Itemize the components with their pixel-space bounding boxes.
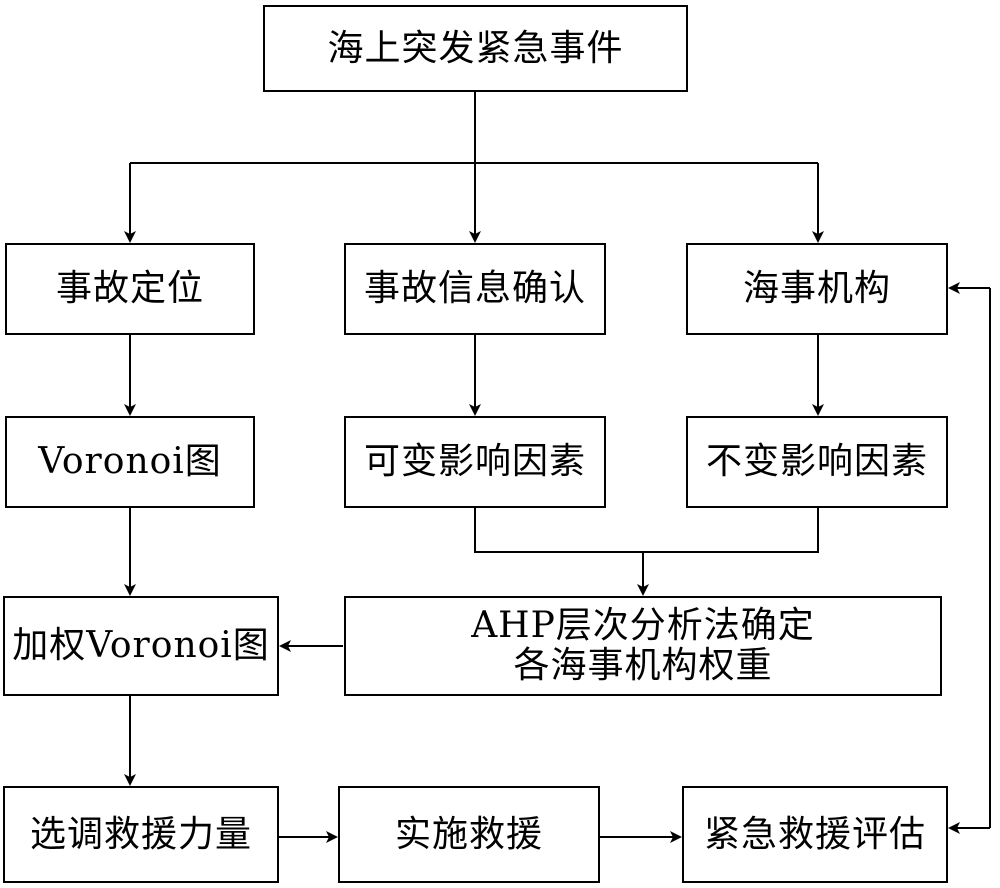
node-accident-location: 事故定位 — [5, 243, 255, 335]
node-accident-location-label: 事故定位 — [55, 268, 204, 310]
node-maritime-agency-label: 海事机构 — [742, 268, 891, 310]
node-implement-rescue-label: 实施救援 — [394, 813, 543, 855]
node-ahp-weights-line2: 各海事机构权重 — [513, 645, 773, 686]
node-accident-info-confirm-label: 事故信息确认 — [363, 268, 586, 310]
node-voronoi: Voronoi图 — [5, 416, 255, 508]
connector-factors-merge — [474, 508, 819, 553]
node-ahp-weights: AHP层次分析法确定 各海事机构权重 — [344, 596, 942, 696]
node-maritime-emergency-label: 海上突发紧急事件 — [327, 27, 624, 69]
node-rescue-evaluation-label: 紧急救援评估 — [703, 813, 926, 855]
node-variable-factors-label: 可变影响因素 — [363, 441, 586, 483]
node-select-forces: 选调救援力量 — [3, 786, 279, 883]
node-voronoi-label: Voronoi图 — [38, 441, 222, 483]
node-implement-rescue: 实施救援 — [338, 786, 600, 883]
node-maritime-agency: 海事机构 — [686, 243, 948, 335]
node-rescue-evaluation: 紧急救援评估 — [682, 786, 948, 883]
node-select-forces-label: 选调救援力量 — [29, 813, 252, 855]
node-weighted-voronoi: 加权Voronoi图 — [3, 596, 279, 696]
node-accident-info-confirm: 事故信息确认 — [344, 243, 606, 335]
node-maritime-emergency: 海上突发紧急事件 — [263, 5, 688, 92]
node-variable-factors: 可变影响因素 — [344, 416, 606, 508]
node-ahp-weights-line1: AHP层次分析法确定 — [471, 605, 815, 647]
node-weighted-voronoi-label: 加权Voronoi图 — [12, 625, 270, 667]
node-invariable-factors-label: 不变影响因素 — [705, 441, 928, 483]
node-invariable-factors: 不变影响因素 — [686, 416, 948, 508]
